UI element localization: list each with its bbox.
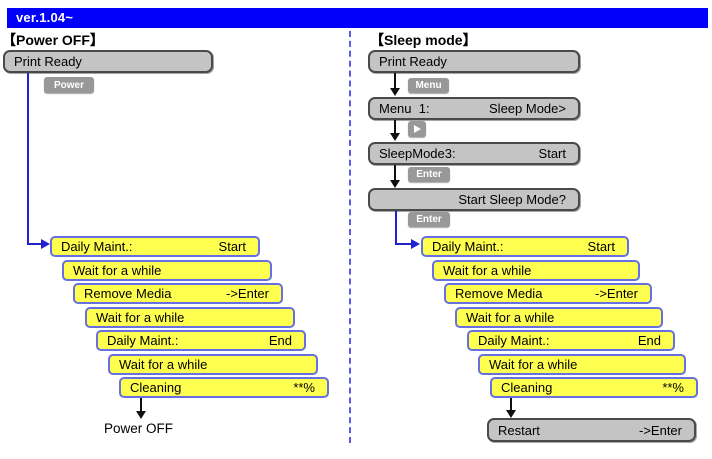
lcd-remove-media: Remove Media ->Enter	[73, 283, 283, 304]
lcd-text-left: Remove Media	[84, 286, 172, 301]
lcd-daily-maint-start: Daily Maint.: Start	[50, 236, 260, 257]
lcd-daily-maint-end: Daily Maint.: End	[467, 330, 675, 351]
arrow-down-icon	[506, 410, 516, 418]
lcd-wait: Wait for a while	[455, 307, 663, 328]
column-separator-line	[349, 31, 351, 443]
lcd-text-right: Start	[218, 239, 246, 254]
right-arrow-button-key	[408, 121, 426, 137]
lcd-print-ready: Print Ready	[3, 50, 213, 73]
connector-line	[140, 398, 142, 411]
version-header-bar: ver.1.04~	[7, 8, 708, 28]
lcd-cleaning: Cleaning **%	[490, 377, 698, 398]
connector-line	[395, 243, 412, 245]
sleep-mode-heading: 【Sleep mode】	[370, 32, 477, 48]
lcd-menu1-sleep-mode: Menu 1: Sleep Mode>	[368, 97, 580, 120]
lcd-text-left: Cleaning	[501, 380, 553, 395]
lcd-text-left: Restart	[498, 422, 540, 438]
lcd-text-left: Print Ready	[379, 54, 447, 69]
lcd-text-right: Start	[538, 146, 566, 161]
lcd-cleaning: Cleaning **%	[119, 377, 329, 398]
lcd-text-left: Cleaning	[130, 380, 182, 395]
enter-button-key: Enter	[408, 212, 450, 227]
lcd-text-left: SleepMode3:	[379, 146, 456, 161]
connector-line	[510, 398, 512, 410]
lcd-wait: Wait for a while	[432, 260, 640, 281]
lcd-wait: Wait for a while	[85, 307, 295, 328]
lcd-text-right: End	[268, 333, 292, 348]
enter-button-key: Enter	[408, 167, 450, 182]
lcd-text-right: ->Enter	[639, 422, 682, 438]
lcd-text-left: Daily Maint.:	[61, 239, 133, 254]
lcd-daily-maint-start: Daily Maint.: Start	[421, 236, 629, 257]
menu-button-key: Menu	[408, 78, 449, 93]
lcd-text-left: Wait for a while	[96, 310, 185, 325]
lcd-print-ready: Print Ready	[368, 50, 580, 73]
lcd-text-left: Wait for a while	[466, 310, 555, 325]
power-off-heading: 【Power OFF】	[2, 32, 104, 48]
lcd-text-right: **%	[293, 380, 315, 395]
connector-line	[395, 211, 397, 244]
lcd-text-left: Daily Maint.:	[432, 239, 504, 254]
lcd-text-right: Start Sleep Mode?	[458, 192, 566, 207]
lcd-remove-media: Remove Media ->Enter	[444, 283, 652, 304]
lcd-text-left: Remove Media	[455, 286, 543, 301]
lcd-wait: Wait for a while	[62, 260, 272, 281]
lcd-text-right: End	[637, 333, 661, 348]
lcd-daily-maint-end: Daily Maint.: End	[96, 330, 306, 351]
power-button-key: Power	[44, 77, 94, 93]
lcd-text-right: **%	[662, 380, 684, 395]
lcd-text-left: Wait for a while	[489, 357, 578, 372]
connector-line	[27, 243, 42, 245]
arrow-down-icon	[136, 411, 146, 419]
lcd-text-left: Daily Maint.:	[107, 333, 179, 348]
lcd-text-left: Wait for a while	[443, 263, 532, 278]
lcd-text-left: Menu 1:	[379, 101, 430, 116]
lcd-text-right: ->Enter	[595, 286, 638, 301]
connector-line	[394, 73, 396, 88]
lcd-text-right: Start	[587, 239, 615, 254]
connector-line	[394, 165, 396, 180]
arrow-down-icon	[390, 88, 400, 96]
power-off-end-label: Power OFF	[104, 421, 174, 436]
lcd-sleepmode3-start: SleepMode3: Start	[368, 142, 580, 165]
lcd-text-left: Print Ready	[14, 54, 82, 69]
lcd-start-sleep-mode: Start Sleep Mode?	[368, 188, 580, 211]
lcd-text-left: Daily Maint.:	[478, 333, 550, 348]
lcd-text-right: ->Enter	[226, 286, 269, 301]
connector-line	[27, 73, 29, 245]
arrow-right-icon	[41, 239, 50, 249]
lcd-wait: Wait for a while	[478, 354, 686, 375]
lcd-text-left: Wait for a while	[73, 263, 162, 278]
connector-line	[394, 120, 396, 133]
lcd-text-left: Wait for a while	[119, 357, 208, 372]
arrow-right-icon	[411, 239, 420, 249]
lcd-restart: Restart ->Enter	[487, 418, 696, 442]
right-triangle-icon	[413, 125, 421, 133]
arrow-down-icon	[390, 133, 400, 141]
lcd-wait: Wait for a while	[108, 354, 318, 375]
lcd-text-right: Sleep Mode>	[489, 101, 566, 116]
arrow-down-icon	[390, 180, 400, 188]
